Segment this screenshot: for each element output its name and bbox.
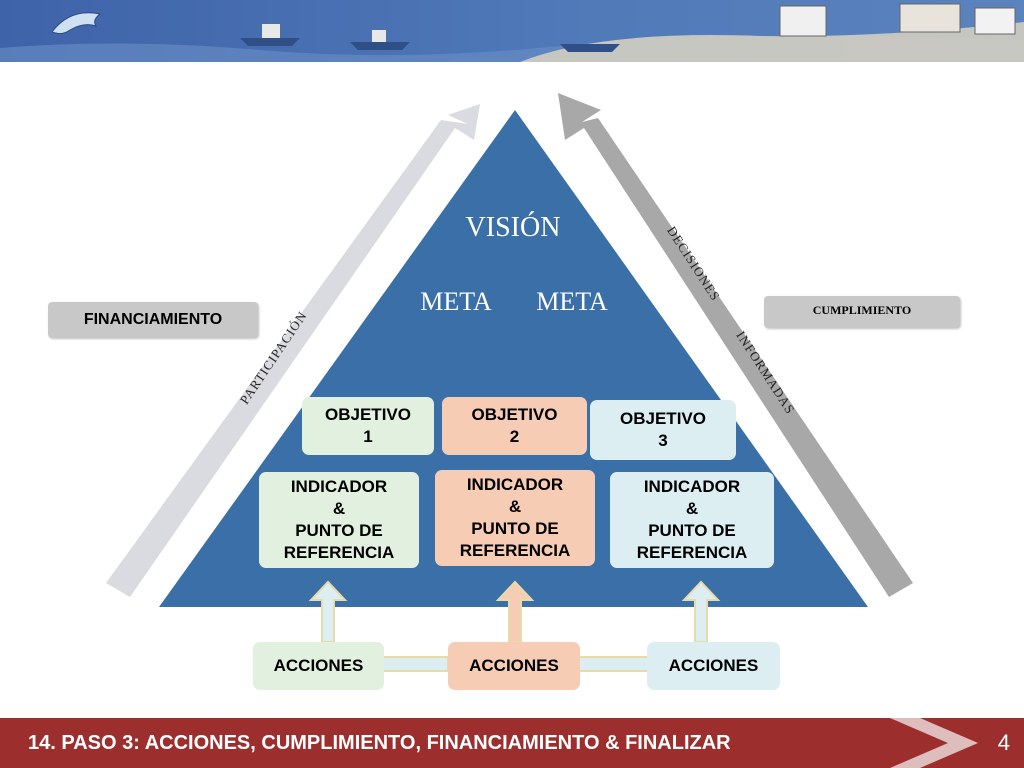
indicator-line: REFERENCIA [283,543,395,562]
indicator-line: PUNTO DE [648,521,736,540]
action-box: ACCIONES [647,642,780,690]
goal-label: META [420,287,492,316]
slide-title: 14. PASO 3: ACCIONES, CUMPLIMIENTO, FINA… [28,732,731,754]
indicator-line: & [508,497,522,516]
indicator-line: INDICADOR [643,477,741,496]
dolphin-icon [51,12,102,35]
objective-box: OBJETIVO 2 [442,397,587,455]
compliance-label: CUMPLIMIENTO [764,296,960,328]
indicator-line: PUNTO DE [295,521,383,540]
objective-number: 1 [363,427,373,446]
participation-arrow [106,104,480,597]
indicator-box: INDICADOR & PUNTO DE REFERENCIA [259,472,419,568]
objective-title: OBJETIVO [325,405,411,424]
indicator-line: REFERENCIA [636,543,748,562]
goal-label: META [536,287,608,316]
informed-decisions-arrow [558,93,913,597]
objective-number: 3 [658,431,668,450]
indicator-line: INDICADOR [466,475,564,494]
action-box: ACCIONES [253,642,384,690]
indicator-line: REFERENCIA [459,541,571,560]
building-icon [779,3,1016,37]
indicator-box: INDICADOR & PUNTO DE REFERENCIA [610,472,774,568]
indicator-line: PUNTO DE [471,519,559,538]
pyramid-diagram: VISIÓN META META PARTICIPACIÓN DECISIONE… [106,93,913,672]
vision-label: VISIÓN [466,212,561,243]
boat-icon [560,44,620,52]
financing-label: FINANCIAMIENTO [48,302,258,338]
boat-icon [240,24,300,46]
action-connectors [308,580,721,672]
objective-box: OBJETIVO 3 [590,400,736,460]
objective-title: OBJETIVO [471,405,558,424]
objective-box: OBJETIVO 1 [302,397,434,455]
page-number: 4 [997,730,1010,755]
objective-title: OBJETIVO [620,409,706,428]
indicator-line: & [332,499,346,518]
objective-number: 2 [509,427,520,446]
footer-bar [0,718,1024,768]
indicator-box: INDICADOR & PUNTO DE REFERENCIA [435,470,595,566]
header-banner [0,0,1024,62]
indicator-line: & [685,499,699,518]
indicator-line: INDICADOR [290,477,388,496]
boat-icon [350,30,410,50]
action-box: ACCIONES [448,642,580,690]
